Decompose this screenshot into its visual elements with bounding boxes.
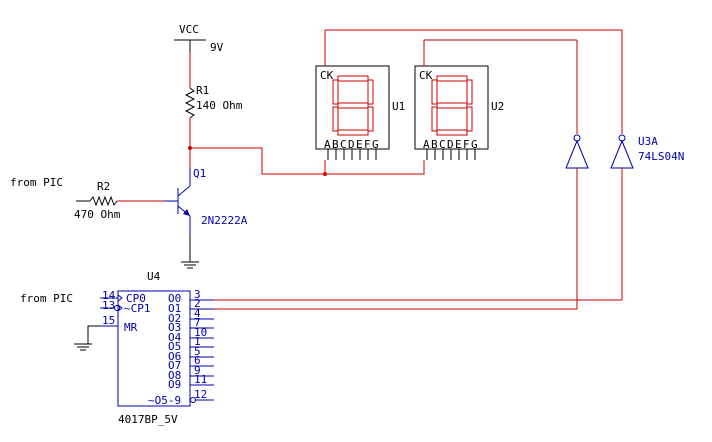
u1-pin-leads [327, 149, 377, 160]
u4-o9-label: O9 [168, 378, 181, 391]
vcc-voltage: 9V [210, 41, 224, 54]
u2-ref: U2 [491, 100, 504, 113]
u4-cp0-label: CP0 [126, 292, 146, 305]
u4-o6-label: O6 [168, 350, 181, 363]
u2-pin-f: F [463, 138, 470, 151]
u1-pin-g: G [372, 138, 379, 151]
u4-mr-pin: 15 [102, 314, 115, 327]
u4-o5-label: O5 [168, 340, 181, 353]
u4-o5-pin: 1 [194, 335, 201, 348]
ground-symbol-u4 [74, 325, 100, 351]
u1-pin-e: E [356, 138, 363, 151]
u4-carry-label: ~O5-9 [148, 394, 181, 407]
u4-o7-label: O7 [168, 359, 181, 372]
u1-pin-d: D [348, 138, 355, 151]
u4-ref: U4 [147, 270, 161, 283]
u2-pin-g: G [471, 138, 478, 151]
u4-o8-label: O8 [168, 369, 181, 382]
u2-digit-segments [431, 75, 473, 136]
u1-pin-f: F [364, 138, 371, 151]
u4-carry-pin: 12 [194, 388, 207, 401]
u4-cp1-label: ~CP1 [124, 302, 151, 315]
u2-pin-b: B [431, 138, 438, 151]
q1-ref: Q1 [193, 167, 206, 180]
u4-o7-pin: 6 [194, 354, 201, 367]
u4-o0-pin: 3 [194, 288, 201, 301]
u4-mr-label: MR [124, 321, 138, 334]
u1-pin-c: C [340, 138, 347, 151]
from-pic-label-top: from PIC [10, 176, 63, 189]
u4-o0-label: O0 [168, 292, 181, 305]
collector-wire [188, 146, 425, 176]
ground-symbol-q1 [181, 236, 199, 269]
transistor-q1: Q1 2N2222A [164, 167, 248, 236]
u4-o3-pin: 7 [194, 316, 201, 329]
u4-o2-label: O2 [168, 312, 181, 325]
u4-o6-pin: 5 [194, 345, 201, 358]
u3a-ref: U3A [638, 135, 658, 148]
u4-outputs: O0 O1 O2 O3 O4 O5 O6 O7 O8 O9 ~O5-9 3 2 [148, 288, 214, 407]
u1-pin-a: A [324, 138, 331, 151]
r2-ref: R2 [97, 180, 110, 193]
r2-value: 470 Ohm [74, 208, 121, 221]
vcc-label: VCC [179, 23, 199, 36]
u4-o9-pin: 11 [194, 373, 207, 386]
u4-o2-pin: 4 [194, 307, 201, 320]
u2-pin-a: A [423, 138, 430, 151]
vcc-supply: VCC 9V [174, 23, 224, 54]
resistor-r2: R2 470 Ohm [74, 180, 164, 221]
r1-ref: R1 [196, 84, 209, 97]
seven-segment-u2: CK A B C D E F G U2 [414, 39, 577, 160]
u4-o1-label: O1 [168, 302, 181, 315]
inverter-left [565, 40, 589, 309]
u1-ref: U1 [392, 100, 405, 113]
u4-o1-pin: 2 [194, 297, 201, 310]
u1-pin-b: B [332, 138, 339, 151]
u3a-part: 74LS04N [638, 150, 684, 163]
u4-o3-label: O3 [168, 321, 181, 334]
u4-part: 4017BP_5V [118, 413, 178, 426]
from-pic-label-bottom: from PIC [20, 292, 73, 305]
u4-o4-label: O4 [168, 331, 182, 344]
u4-o4-pin: 10 [194, 326, 207, 339]
q1-part: 2N2222A [201, 214, 248, 227]
u2-pin-d: D [447, 138, 454, 151]
u4-cp1-pin: 13 [102, 299, 115, 312]
u2-pin-c: C [439, 138, 446, 151]
u2-pin-leads [426, 149, 476, 160]
u4-o8-pin: 9 [194, 364, 201, 377]
u1-digit-segments [332, 75, 374, 136]
u1-clock-label: CK [320, 69, 334, 82]
counter-output-wires [214, 299, 622, 310]
counter-u4: U4 4017BP_5V 14 CP0 13 ~CP1 15 MR O0 O1 … [100, 270, 214, 426]
seven-segment-u1: CK A B C D E F G U1 [315, 29, 622, 160]
u2-pin-e: E [455, 138, 462, 151]
inverter-right [610, 30, 634, 300]
u4-cp0-pin: 14 [102, 289, 116, 302]
u2-clock-label: CK [419, 69, 433, 82]
r1-value: 140 Ohm [196, 99, 243, 112]
resistor-r1: R1 140 Ohm [184, 52, 243, 148]
